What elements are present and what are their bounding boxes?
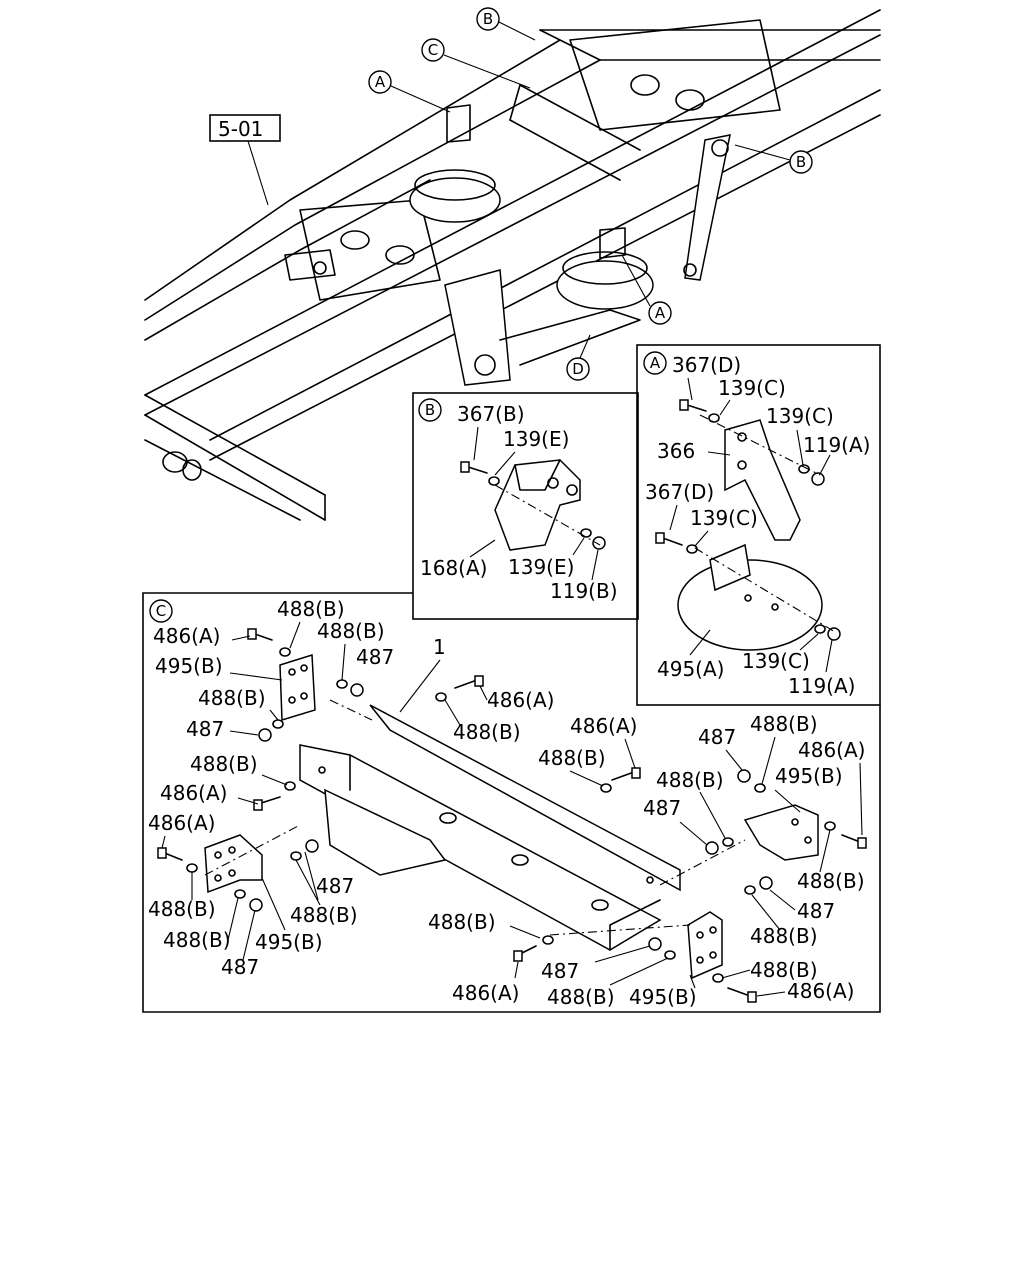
label-119a-2: 119(A) — [788, 674, 855, 698]
label-part-1: 1 — [433, 635, 446, 659]
label-488b-11: 488(B) — [290, 903, 358, 927]
label-486a-6: 486(A) — [148, 811, 215, 835]
label-487-7: 487 — [221, 955, 259, 979]
svg-text:A: A — [650, 354, 661, 372]
svg-text:B: B — [483, 10, 493, 28]
svg-text:A: A — [375, 73, 386, 91]
label-486a-8: 486(A) — [787, 979, 854, 1003]
label-139c-3: 139(C) — [690, 506, 758, 530]
label-488b-1: 488(B) — [277, 597, 345, 621]
label-488b-15: 488(B) — [750, 958, 818, 982]
label-487-6: 487 — [797, 899, 835, 923]
label-139c-1: 139(C) — [718, 376, 786, 400]
label-367d-top: 367(D) — [672, 353, 741, 377]
label-366: 366 — [657, 439, 695, 463]
callout-a-top: A — [368, 70, 451, 113]
label-488b-10: 488(B) — [148, 897, 216, 921]
callout-d-bottom: D — [566, 334, 591, 381]
label-488b-5: 488(B) — [750, 712, 818, 736]
label-487-8: 487 — [541, 959, 579, 983]
label-119a-1: 119(A) — [803, 433, 870, 457]
label-488b-2: 488(B) — [317, 619, 385, 643]
svg-text:D: D — [572, 360, 584, 378]
label-495a: 495(A) — [657, 657, 724, 681]
label-488b-3: 488(B) — [198, 686, 266, 710]
svg-text:B: B — [425, 401, 435, 419]
label-495b-2: 495(B) — [775, 764, 843, 788]
ref-box-5-01: 5-01 — [209, 114, 281, 206]
label-486a-1: 486(A) — [153, 624, 220, 648]
svg-text:B: B — [796, 153, 806, 171]
detail-a-box: A 367(D) 139(C) 139(C) 366 119(A) 367(D)… — [636, 344, 881, 706]
label-495b-3: 495(B) — [255, 930, 323, 954]
svg-text:C: C — [156, 602, 166, 620]
detail-c-box: C — [142, 592, 881, 1013]
label-488b-16: 488(B) — [547, 985, 615, 1009]
label-488b-13: 488(B) — [750, 924, 818, 948]
label-367b: 367(B) — [457, 402, 525, 426]
callout-c-top: C — [421, 38, 531, 89]
label-487-2: 487 — [186, 717, 224, 741]
ref-box-label: 5-01 — [218, 117, 263, 141]
label-486a-5: 486(A) — [160, 781, 227, 805]
svg-text:A: A — [655, 304, 666, 322]
callout-b-top: B — [476, 7, 536, 41]
label-487-3: 487 — [698, 725, 736, 749]
callout-a-mid: A — [621, 254, 672, 325]
label-139c-2: 139(C) — [766, 404, 834, 428]
svg-text:C: C — [428, 41, 438, 59]
label-168a: 168(A) — [420, 556, 487, 580]
label-487-5: 487 — [316, 874, 354, 898]
detail-b-box: B 367(B) 139(E) 168(A) 139(E) 119(B) — [412, 392, 639, 620]
label-495b-4: 495(B) — [629, 985, 697, 1009]
label-488b-4: 488(B) — [453, 720, 521, 744]
label-488b-7: 488(B) — [538, 746, 606, 770]
label-139e-2: 139(E) — [508, 555, 574, 579]
label-486a-2: 486(A) — [487, 688, 554, 712]
callout-b-right: B — [734, 144, 813, 174]
label-486a-4: 486(A) — [798, 738, 865, 762]
label-367d-bottom: 367(D) — [645, 480, 714, 504]
label-488b-8: 488(B) — [656, 768, 724, 792]
label-487-4: 487 — [643, 796, 681, 820]
label-119b: 119(B) — [550, 579, 618, 603]
label-488b-12: 488(B) — [428, 910, 496, 934]
label-488b-14: 488(B) — [163, 928, 231, 952]
label-488b-6: 488(B) — [190, 752, 258, 776]
chassis-frame-illustration — [144, 9, 881, 521]
label-487-1: 487 — [356, 645, 394, 669]
label-139c-4: 139(C) — [742, 649, 810, 673]
label-486a-7: 486(A) — [452, 981, 519, 1005]
label-495b-1: 495(B) — [155, 654, 223, 678]
label-139e-1: 139(E) — [503, 427, 569, 451]
label-486a-3: 486(A) — [570, 714, 637, 738]
label-488b-9: 488(B) — [797, 869, 865, 893]
